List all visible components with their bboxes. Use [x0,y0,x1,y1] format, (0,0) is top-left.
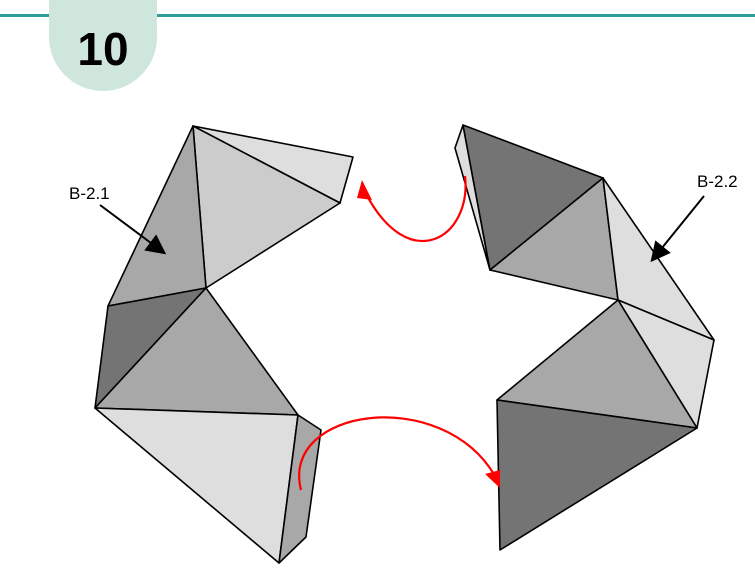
lower-rotation-arrow [298,416,500,491]
left-callout-arrow [99,204,167,255]
step-number: 10 [77,22,129,75]
right-callout-arrow [650,195,705,263]
upper-arrow-head [357,180,372,200]
upper-rotation-arrow [357,175,467,242]
label-left-module: B-2.1 [69,184,110,203]
label-right-module: B-2.2 [697,172,738,191]
left-face-lower-front [94,407,299,564]
step-badge: 10 [49,0,157,91]
header-rule [0,14,755,17]
left-module [94,125,354,564]
right-module [454,124,715,551]
left-face-upper-left [107,125,207,307]
lower-arrow-head [485,470,500,488]
